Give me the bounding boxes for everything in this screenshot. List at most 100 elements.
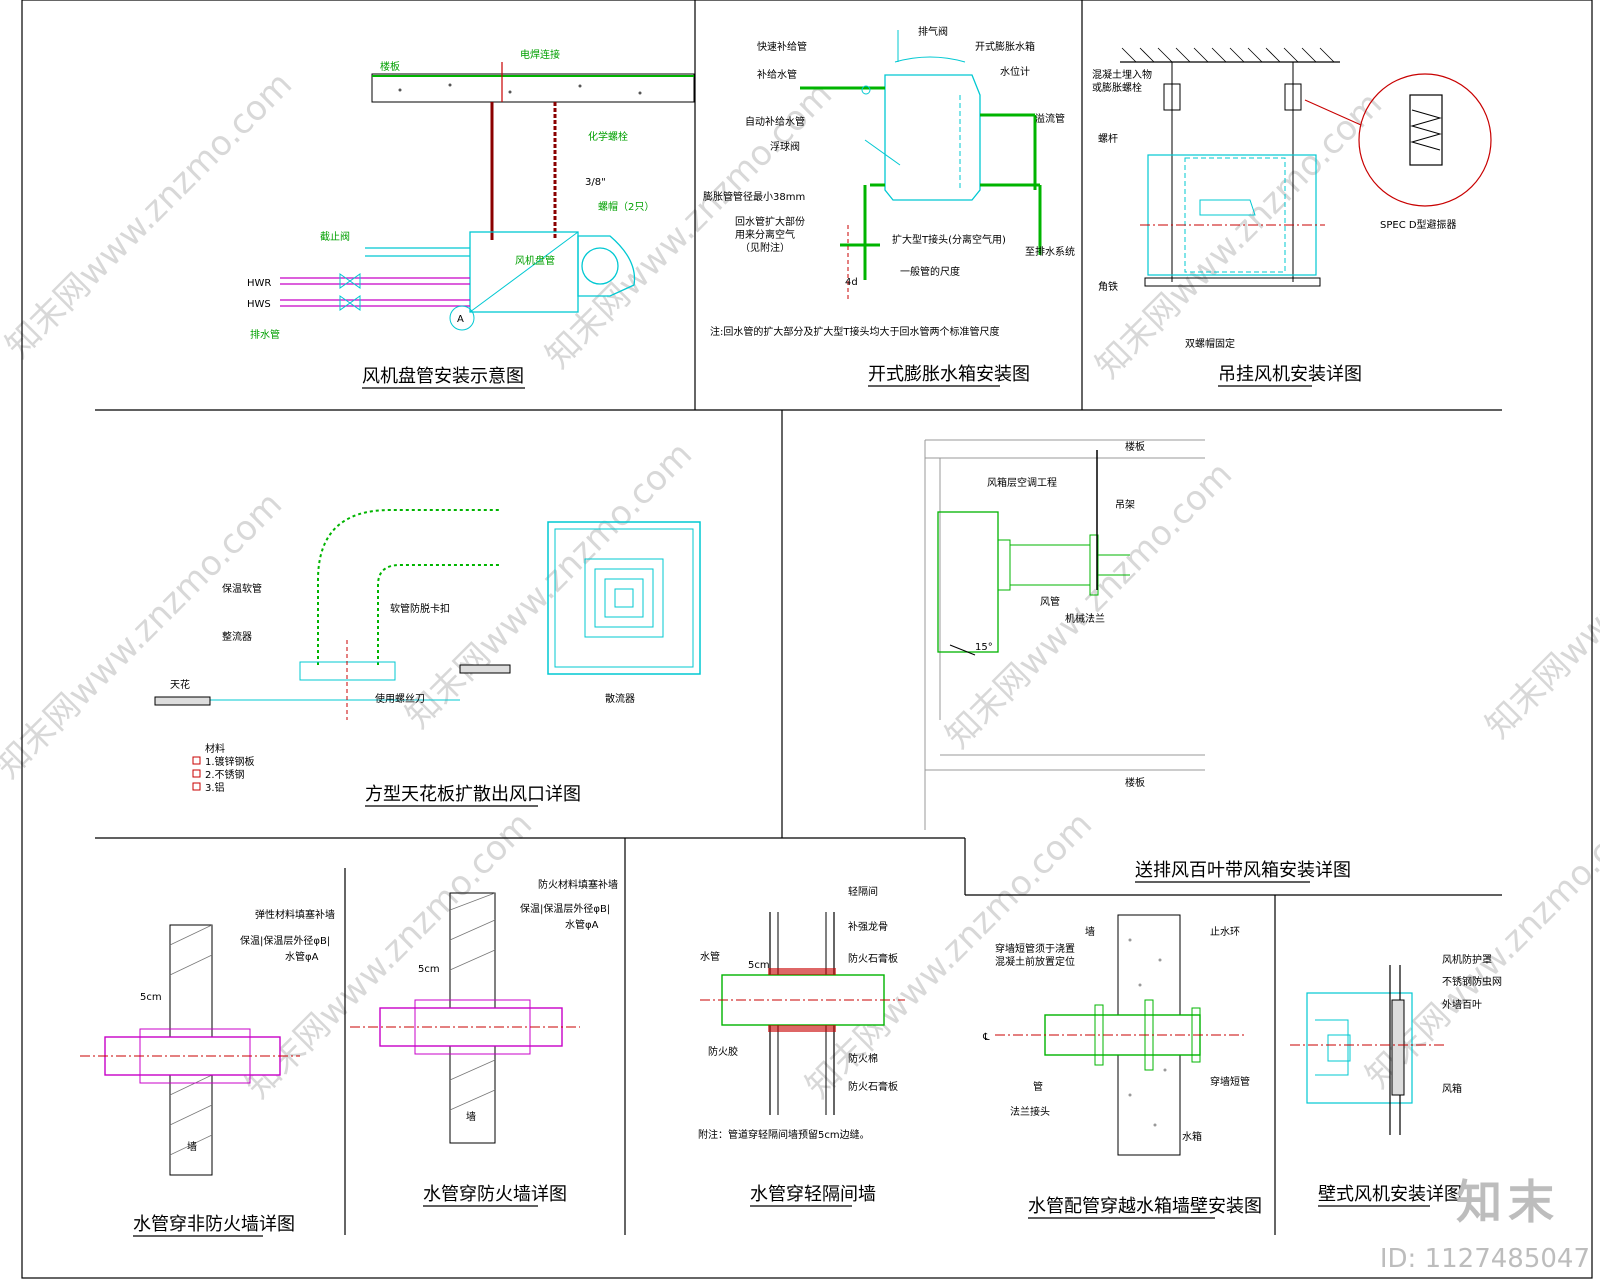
label-frame: 补强龙骨 xyxy=(848,920,888,933)
label-anchor: 化学螺栓 xyxy=(588,130,628,143)
label-board2: 防火石膏板 xyxy=(848,1080,898,1093)
watermark-text: 知末网www.znzmo.com xyxy=(1478,444,1600,746)
label-exp: 膨胀管管径最小38mm xyxy=(703,190,805,203)
brand-watermark: 知末 xyxy=(1456,1175,1560,1229)
label-fan: 风箱 xyxy=(1442,1082,1462,1095)
label-net: 不锈钢防虫网 xyxy=(1442,975,1502,988)
float-valve-icon xyxy=(861,85,871,95)
panel-title: 开式膨胀水箱安装图 xyxy=(868,364,1030,385)
panel-tank-wall: 墙 止水环 穿墙短管须于浇置 混凝土前放置定位 ℄ 管 法兰接头 穿墙短管 水箱… xyxy=(982,914,1262,1219)
spring-detail xyxy=(1409,94,1443,166)
label-sleeve2: 混凝土前放置定位 xyxy=(995,955,1075,968)
panel-fire-wall: 防火材料填塞补墙 保温|保温层外径φB| 水管φA 5cm 墙 水管穿防火墙详图 xyxy=(350,878,618,1207)
label-wall: 墙 xyxy=(187,1140,197,1153)
label-hose: 保温软管 xyxy=(222,582,262,595)
label-mat: 材料 xyxy=(205,742,225,755)
stop-valve-icon xyxy=(339,295,361,311)
label-m1: 1.镀锌钢板 xyxy=(205,755,255,768)
label-vent: 排气阀 xyxy=(918,25,948,38)
suspended-fan xyxy=(1147,154,1317,276)
diffuser-plan xyxy=(547,521,701,675)
panel-expansion-tank: 排气阀 开式膨胀水箱 水位计 快速补给管 补给水管 自动补给水管 浮球阀 溢流管… xyxy=(703,25,1075,387)
label-box: 风箱层空调工程 xyxy=(987,476,1057,489)
label-spec: SPEC D型避振器 xyxy=(1380,218,1457,231)
label-insulation: 保温|保温层外径φB| xyxy=(520,902,610,915)
fan-wheel xyxy=(581,247,619,285)
panel-title: 吊挂风机安装详图 xyxy=(1218,364,1362,385)
spring-isolator xyxy=(1163,83,1181,111)
label-pipe: 管 xyxy=(1033,1080,1043,1093)
label-flange: 机械法兰 xyxy=(1065,612,1105,625)
label-bolt2: 或膨胀螺栓 xyxy=(1092,81,1142,94)
label-valve: 截止阀 xyxy=(320,230,350,243)
panel-suspended-fan: 混凝土埋入物 或膨胀螺栓 螺杆 角铁 双螺帽固定 SPEC D型避振器 吊挂风机… xyxy=(1092,47,1492,387)
label-bolt1: 混凝土埋入物 xyxy=(1092,68,1152,81)
label-tank: 水箱 xyxy=(1182,1130,1202,1143)
label-ring: 止水环 xyxy=(1210,926,1240,938)
label-auto: 自动补给水管 xyxy=(745,115,805,128)
label-fill: 防火材料填塞补墙 xyxy=(538,878,618,891)
label-fast: 快速补给管 xyxy=(757,40,807,53)
panel-wall-fan: 风机防护罩 不锈钢防虫网 外墙百叶 风箱 壁式风机安装详图 xyxy=(1290,953,1502,1207)
panel-light-partition: 轻隔间 补强龙骨 防火石膏板 水管 防火胶 防火棉 防火石膏板 5cm 附注：管… xyxy=(698,885,905,1207)
label-level: 水位计 xyxy=(1000,65,1030,78)
label-normal: 一般管的尺度 xyxy=(900,265,960,278)
label-wall: 墙 xyxy=(1085,925,1095,938)
panel-title: 水管配管穿越水箱墙壁安装图 xyxy=(1028,1196,1262,1217)
label-ret2: 用来分离空气 xyxy=(735,228,795,241)
label-diffuser: 散流器 xyxy=(605,692,635,705)
panel-title: 水管穿防火墙详图 xyxy=(423,1184,567,1205)
label-ret3: （见附注） xyxy=(740,241,790,254)
label-4d: 4d xyxy=(845,277,858,288)
label-m3: 3.铝 xyxy=(205,782,225,794)
label-hanger: 吊架 xyxy=(1115,499,1135,511)
label-floor: 楼板 xyxy=(380,60,400,73)
label-hws: HWS xyxy=(247,299,271,310)
label-note: 附注：管道穿轻隔间墙预留5cm边缝。 xyxy=(698,1128,870,1141)
label-overflow: 溢流管 xyxy=(1035,112,1065,125)
spring-isolator xyxy=(1284,83,1302,111)
label-nut: 螺帽（2只） xyxy=(598,200,654,213)
label-rod: 螺杆 xyxy=(1098,133,1118,145)
panel-louver-plenum: 楼板 风箱层空调工程 吊架 风管 机械法兰 15° 楼板 送排风百叶带风箱安装详… xyxy=(924,439,1351,883)
label-pipe: 水管φA xyxy=(565,918,599,931)
label-floor1: 楼板 xyxy=(1125,440,1145,453)
label-note: 注:回水管的扩大部分及扩大型T接头均大于回水管两个标准管尺度 xyxy=(710,325,999,338)
label-rain: 风机防护罩 xyxy=(1442,953,1492,966)
panel-non-fire-wall: 弹性材料填塞补墙 保温|保温层外径φB| 水管φA 5cm 墙 水管穿非防火墙详… xyxy=(80,908,335,1237)
label-tee: 扩大型T接头(分离空气用) xyxy=(892,233,1006,246)
panel-title: 水管穿轻隔间墙 xyxy=(750,1184,876,1205)
label-angle: 角铁 xyxy=(1098,280,1118,293)
label-pipe: 水管φA xyxy=(285,950,319,963)
label-float: 浮球阀 xyxy=(770,140,800,153)
label-cotton: 防火棉 xyxy=(848,1052,878,1065)
label-fill: 弹性材料填塞补墙 xyxy=(255,908,335,921)
label-rod: 3/8" xyxy=(585,177,606,188)
label-hwr: HWR xyxy=(247,278,271,289)
label-wall: 墙 xyxy=(466,1110,476,1123)
label-board1: 防火石膏板 xyxy=(848,952,898,965)
label-nut: 双螺帽固定 xyxy=(1185,337,1235,350)
label-duct: 风管 xyxy=(1040,595,1060,608)
label-insulation: 保温|保温层外径φB| xyxy=(240,934,330,947)
stop-valve-icon xyxy=(339,273,361,289)
label-drain: 排水管 xyxy=(250,328,280,341)
label-pipe: 水管 xyxy=(700,950,720,963)
watermark-text: 知末网www.znzmo.com xyxy=(1088,84,1390,386)
label-clamp: 软管防脱卡扣 xyxy=(390,602,450,615)
label-weld: 电焊连接 xyxy=(520,48,560,61)
expansion-tank xyxy=(884,74,981,201)
panel-title: 送排风百叶带风箱安装详图 xyxy=(1135,860,1351,881)
slab-hatch xyxy=(398,83,642,95)
plenum-box xyxy=(937,511,999,653)
label-makeup: 补给水管 xyxy=(757,68,797,81)
detail-circle xyxy=(1358,73,1492,207)
label-screw: 使用螺丝刀 xyxy=(375,692,425,705)
panel-fan-coil: A 楼板 电焊连接 化学螺栓 3/8" 螺帽（2只） 截止阀 风机盘管 HWR … xyxy=(247,48,695,389)
label-flange: 法兰接头 xyxy=(1010,1105,1050,1118)
fire-sealant xyxy=(768,968,836,975)
wall xyxy=(924,440,941,830)
label-floor2: 楼板 xyxy=(1125,776,1145,789)
label-louver: 外墙百叶 xyxy=(1442,998,1482,1011)
